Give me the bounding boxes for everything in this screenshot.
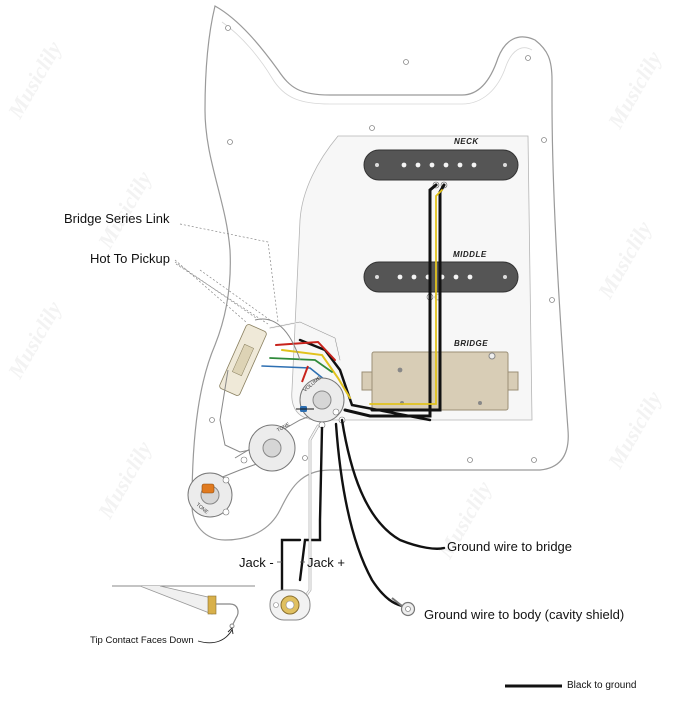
jack-side-view bbox=[112, 585, 255, 629]
watermark-text: Musiclily bbox=[2, 297, 66, 384]
pickguard-screws bbox=[205, 25, 555, 515]
watermark-text: Musiclily bbox=[592, 217, 656, 304]
neck-pickup bbox=[363, 149, 519, 189]
solder-lugs bbox=[222, 408, 346, 516]
output-jack bbox=[269, 589, 311, 621]
tone-pot-bridge: TONE bbox=[187, 472, 233, 518]
watermark-text: Musiclily bbox=[92, 437, 156, 524]
watermark-text: Musiclily bbox=[2, 37, 66, 124]
label-ground-to-bridge: Ground wire to bridge bbox=[447, 539, 573, 554]
tip-callout-arrow bbox=[197, 627, 234, 644]
pickguard-bevel bbox=[221, 21, 533, 105]
ground-ring-terminal bbox=[391, 597, 416, 617]
callout-leaders bbox=[174, 223, 279, 325]
tone-capacitor bbox=[201, 483, 215, 494]
pickup-wires bbox=[261, 183, 446, 422]
label-tip-contact: Tip Contact Faces Down bbox=[90, 635, 194, 646]
pickup-label-middle: MIDDLE bbox=[453, 250, 487, 259]
watermark-text: Musiclily bbox=[602, 47, 666, 134]
label-jack-minus: Jack - bbox=[239, 555, 274, 570]
red-capacitor bbox=[301, 365, 309, 383]
small-capacitor bbox=[296, 406, 314, 412]
pickup-label-neck: NECK bbox=[454, 137, 479, 146]
label-ground-to-body: Ground wire to body (cavity shield) bbox=[424, 607, 625, 622]
label-bridge-series-link: Bridge Series Link bbox=[64, 211, 170, 226]
watermark-text: Musiclily bbox=[602, 387, 666, 474]
legend-black-label: Black to ground bbox=[567, 680, 637, 691]
pickup-label-bridge: BRIDGE bbox=[454, 339, 489, 348]
label-hot-to-pickup: Hot To Pickup bbox=[90, 251, 170, 266]
label-jack-plus: Jack + bbox=[307, 555, 345, 570]
output-wires bbox=[280, 418, 446, 608]
five-way-switch bbox=[219, 324, 267, 396]
